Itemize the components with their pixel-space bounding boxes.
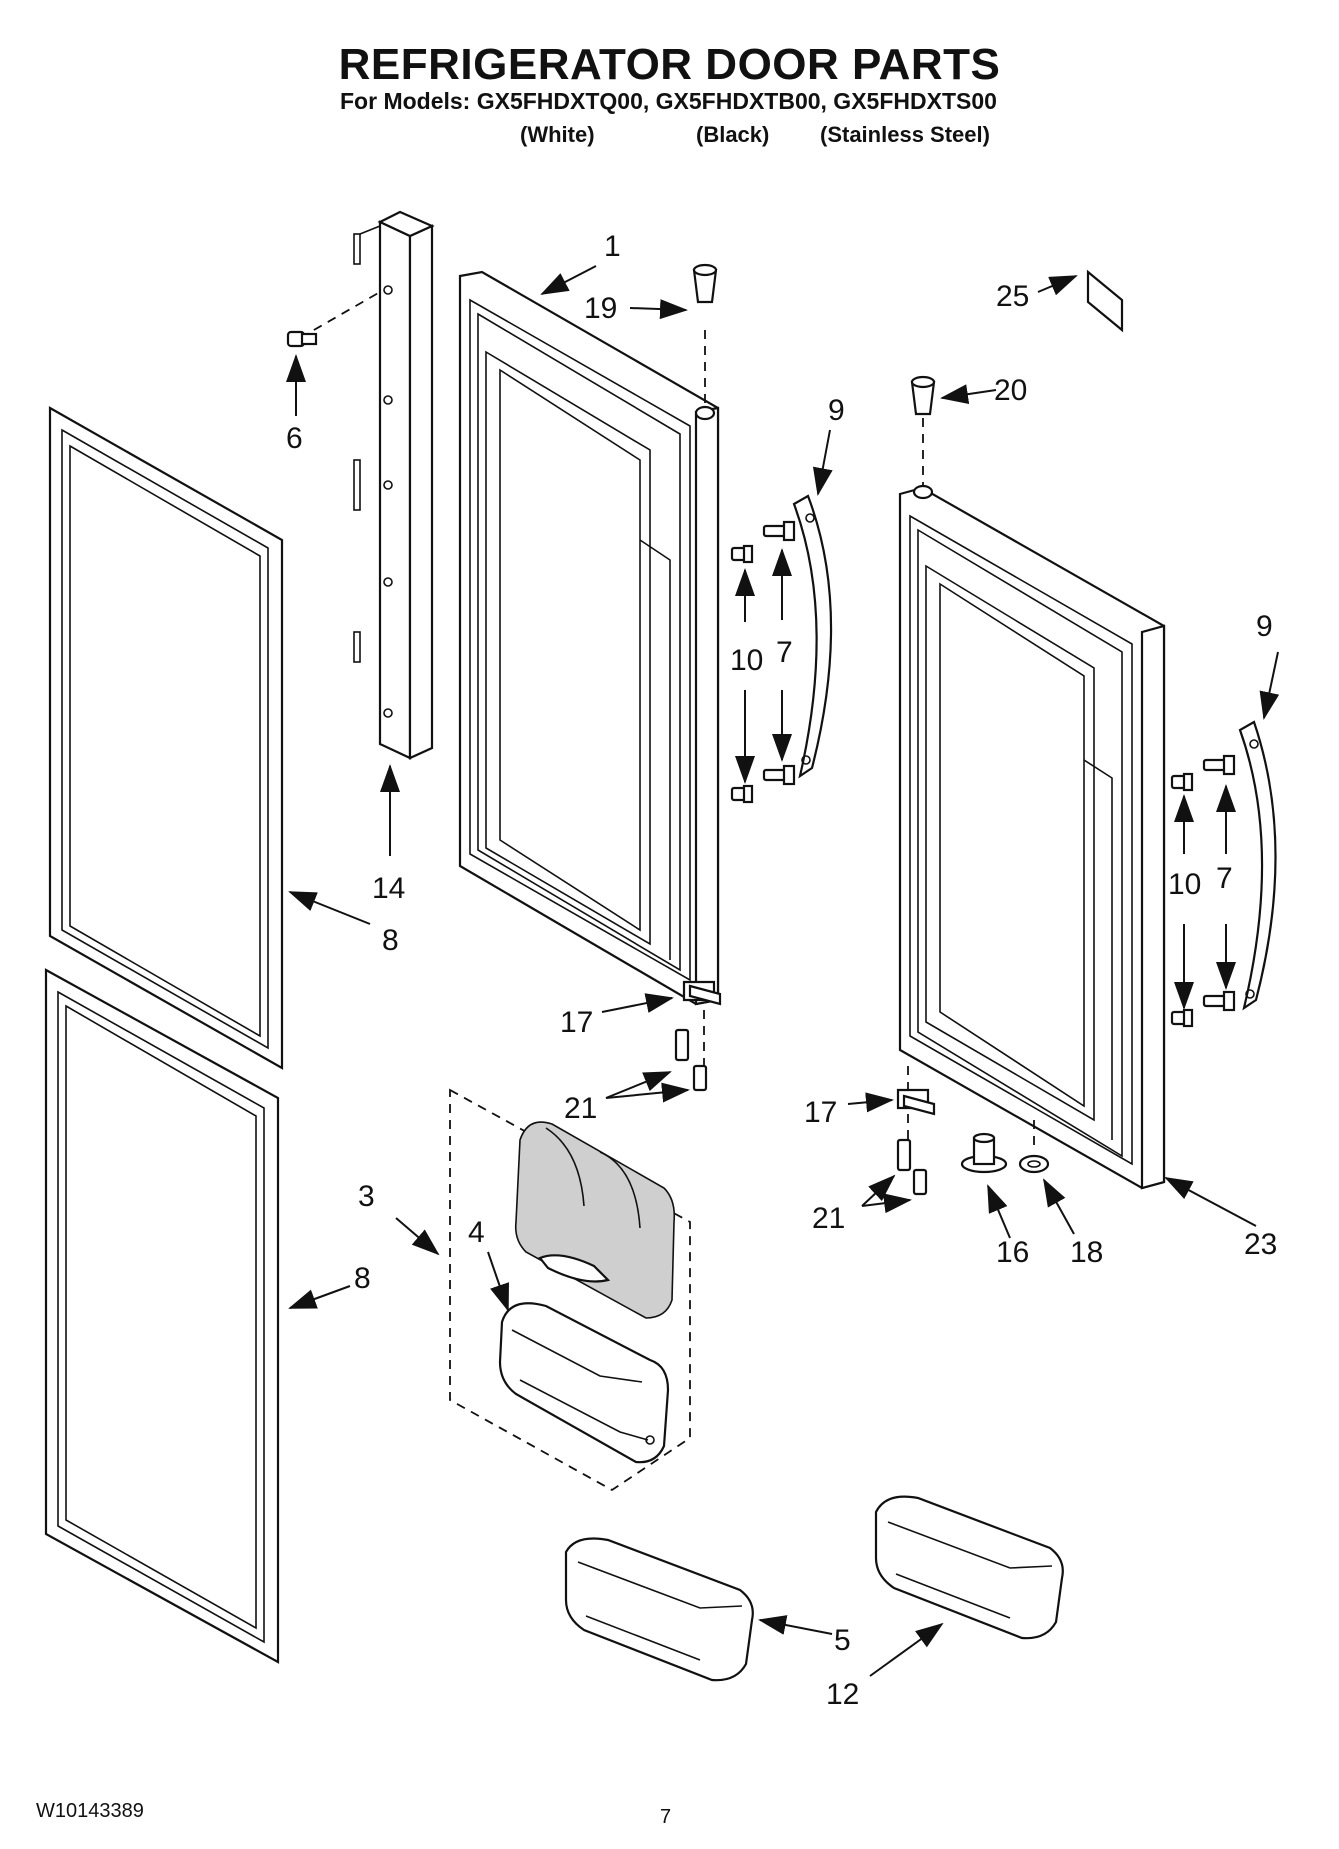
part-left-handle-screws bbox=[730, 520, 796, 804]
callout-9-right: 9 bbox=[1256, 610, 1273, 643]
part-plug-20 bbox=[910, 375, 936, 488]
callout-14: 14 bbox=[372, 872, 405, 905]
variant-stainless: (Stainless Steel) bbox=[820, 122, 990, 147]
page-title: REFRIGERATOR DOOR PARTS bbox=[338, 40, 1001, 89]
callout-4: 4 bbox=[468, 1216, 485, 1249]
part-right-handle-screws bbox=[1170, 754, 1236, 1028]
callout-18: 18 bbox=[1070, 1236, 1103, 1269]
page-number: 7 bbox=[660, 1806, 672, 1828]
callout-16: 16 bbox=[996, 1236, 1029, 1269]
part-right-hinge-assembly bbox=[896, 1066, 1050, 1196]
part-label-25 bbox=[1086, 269, 1124, 333]
document-number: W10143389 bbox=[36, 1800, 144, 1822]
callout-1: 1 bbox=[604, 230, 621, 263]
part-dairy-bin bbox=[498, 1302, 670, 1464]
callout-23: 23 bbox=[1244, 1228, 1277, 1261]
callout-19: 19 bbox=[584, 292, 617, 325]
part-left-hinge-assembly bbox=[674, 980, 722, 1092]
callout-17-left: 17 bbox=[560, 1006, 593, 1039]
part-lower-gasket bbox=[44, 968, 280, 1664]
part-screw-6 bbox=[286, 330, 318, 348]
callout-17-right: 17 bbox=[804, 1096, 837, 1129]
callout-12: 12 bbox=[826, 1678, 859, 1711]
part-right-door bbox=[898, 484, 1166, 1190]
callout-10-left: 10 bbox=[730, 644, 763, 677]
callout-21-right: 21 bbox=[812, 1202, 845, 1235]
part-door-shelf-5 bbox=[564, 1537, 754, 1682]
part-right-handle bbox=[1238, 720, 1277, 1011]
callout-20: 20 bbox=[994, 374, 1027, 407]
callout-7-right: 7 bbox=[1216, 862, 1233, 895]
models-line: For Models: GX5FHDXTQ00, GX5FHDXTB00, GX… bbox=[340, 88, 997, 114]
part-door-shelf-12 bbox=[874, 1495, 1064, 1640]
callout-6: 6 bbox=[286, 422, 303, 455]
part-left-door bbox=[458, 270, 720, 1080]
variant-black: (Black) bbox=[696, 122, 770, 147]
callout-8-lower: 8 bbox=[354, 1262, 371, 1295]
leader-lines bbox=[286, 265, 1280, 1677]
callout-5: 5 bbox=[834, 1624, 851, 1657]
part-plug-19 bbox=[692, 263, 718, 304]
callout-21-left: 21 bbox=[564, 1092, 597, 1125]
callout-25: 25 bbox=[996, 280, 1029, 313]
part-dairy-door bbox=[514, 1121, 676, 1319]
callout-10-right: 10 bbox=[1168, 868, 1201, 901]
part-left-handle bbox=[792, 494, 833, 779]
callout-7-left: 7 bbox=[776, 636, 793, 669]
callout-9-left: 9 bbox=[828, 394, 845, 427]
part-upper-gasket bbox=[48, 406, 284, 1070]
callout-3: 3 bbox=[358, 1180, 375, 1213]
variant-white: (White) bbox=[520, 122, 595, 147]
callout-labels: 1 19 25 20 6 9 10 7 9 10 7 14 8 17 21 17… bbox=[286, 230, 1277, 1711]
callout-8-upper: 8 bbox=[382, 924, 399, 957]
part-hinge-bar bbox=[299, 210, 435, 760]
